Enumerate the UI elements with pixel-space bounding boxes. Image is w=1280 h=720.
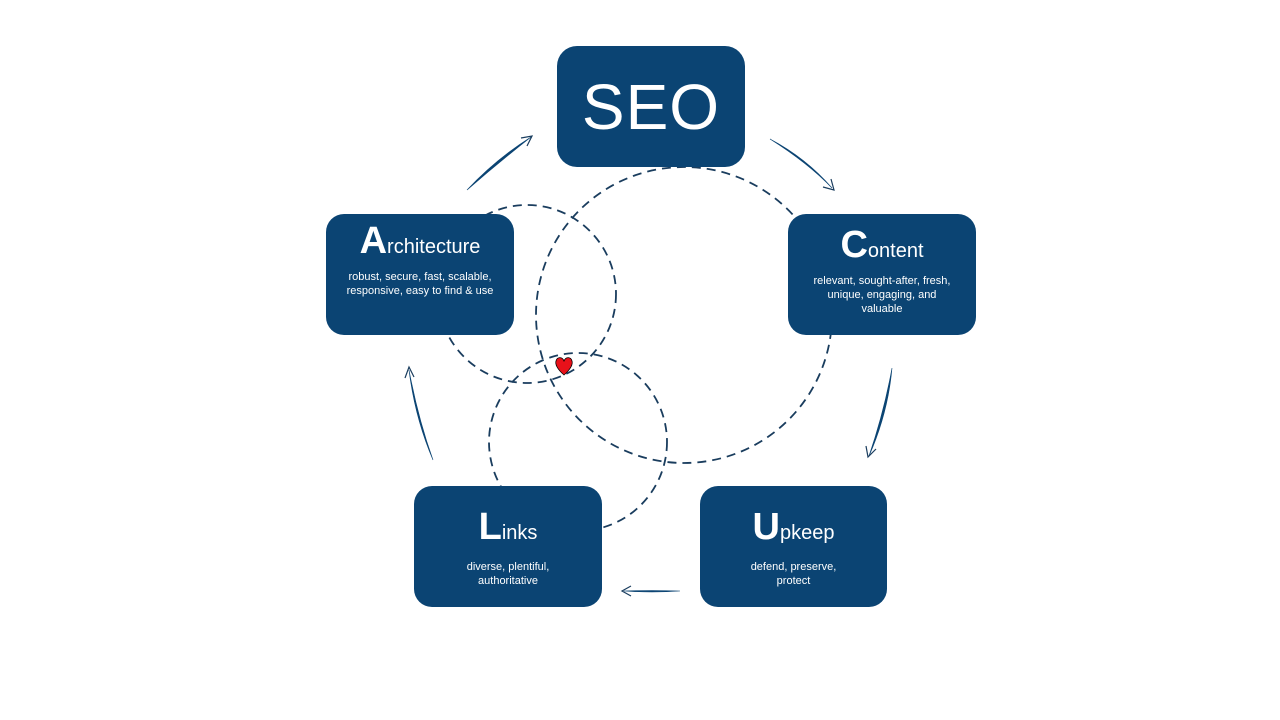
upkeep-box: Upkeep defend, preserve, protect <box>700 486 887 607</box>
upkeep-title-initial: U <box>752 506 780 548</box>
dashed-circle-architecture <box>437 204 617 384</box>
architecture-title: Architecture <box>326 222 514 260</box>
upkeep-description: defend, preserve, protect <box>750 561 837 587</box>
arrowhead-content <box>822 178 835 191</box>
arrowhead-seo <box>520 135 534 147</box>
upkeep-title: Upkeep <box>700 508 887 546</box>
seo-box: SEO <box>557 46 745 167</box>
architecture-box: Architecture robust, secure, fast, scala… <box>326 214 514 335</box>
content-title-initial: C <box>840 224 868 266</box>
arrowhead-architecture <box>404 365 415 379</box>
arrow-content-to-upkeep <box>868 367 893 457</box>
arrowhead-links <box>620 585 632 597</box>
arrowhead-upkeep <box>865 445 877 459</box>
links-title: Links <box>414 508 602 546</box>
content-description: relevant, sought-after, fresh, unique, e… <box>813 275 951 315</box>
links-description: diverse, plentiful, authoritative <box>466 561 550 587</box>
arrow-architecture-to-seo <box>466 136 532 191</box>
arrow-links-to-architecture <box>408 369 434 461</box>
upkeep-title-rest: pkeep <box>779 522 835 544</box>
content-title-rest: ontent <box>867 240 924 262</box>
architecture-description: robust, secure, fast, scalable, responsi… <box>346 271 494 297</box>
arrow-upkeep-to-links <box>623 590 681 593</box>
links-title-initial: L <box>478 506 502 548</box>
links-title-rest: inks <box>501 522 538 544</box>
content-box: Content relevant, sought-after, fresh, u… <box>788 214 976 335</box>
links-box: Links diverse, plentiful, authoritative <box>414 486 602 607</box>
architecture-title-rest: rchitecture <box>387 236 481 258</box>
architecture-title-initial: A <box>359 220 388 262</box>
arrow-seo-to-content <box>769 138 833 189</box>
seo-title: SEO <box>581 70 721 143</box>
content-title: Content <box>788 226 976 264</box>
heart-icon <box>555 357 573 376</box>
